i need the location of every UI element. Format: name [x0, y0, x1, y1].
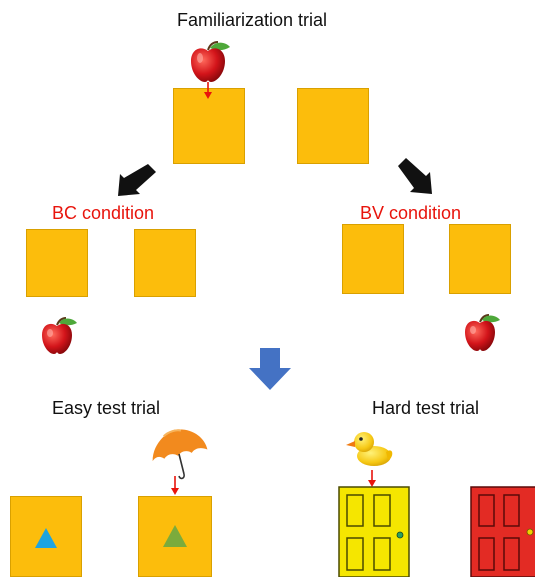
duck-icon	[346, 432, 393, 466]
bv-box-left	[342, 224, 404, 294]
triangle-icon	[163, 525, 187, 547]
arrow-icon	[249, 348, 291, 390]
arrow-icon	[204, 82, 212, 99]
door-icon	[338, 486, 410, 577]
door-icon	[470, 486, 535, 577]
apple-icon	[465, 314, 500, 351]
arrow-icon	[118, 164, 156, 196]
easy-test-label: Easy test trial	[52, 398, 161, 418]
apple-icon	[42, 317, 77, 354]
familiarization-box-right	[297, 88, 369, 164]
arrow-icon	[171, 476, 179, 495]
hard-test-label: Hard test trial	[372, 398, 480, 418]
bv-box-right	[449, 224, 511, 294]
triangle-icon	[35, 528, 57, 548]
arrow-icon	[398, 158, 432, 194]
bv-condition-label: BV condition	[360, 203, 462, 223]
arrow-icon	[368, 470, 376, 487]
familiarization-box-left	[173, 88, 245, 164]
bc-condition-label: BC condition	[52, 203, 155, 223]
apple-icon	[191, 41, 230, 82]
bc-box-left	[26, 229, 88, 297]
bc-box-right	[134, 229, 196, 297]
umbrella-icon	[152, 429, 208, 480]
familiarization-title: Familiarization trial	[177, 10, 328, 30]
